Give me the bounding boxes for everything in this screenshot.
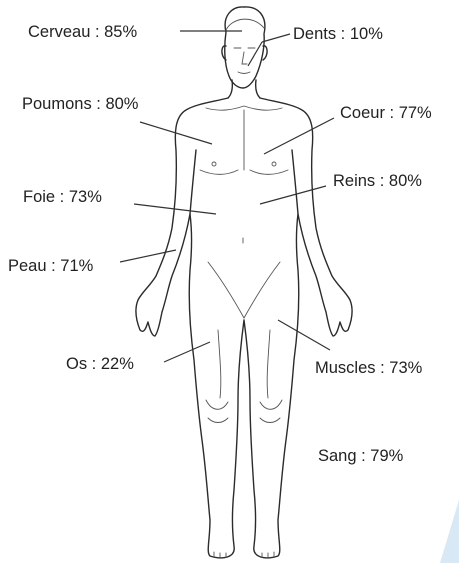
right-thigh-line [267,330,270,398]
label-sang: Sang : 79% [318,448,403,465]
right-groin-line [244,262,280,318]
left-toes [214,552,226,557]
label-poumons: Poumons : 80% [22,96,138,113]
left-groin-line [208,262,244,318]
label-muscles: Muscles : 73% [315,360,422,377]
leader-muscles [278,320,330,350]
leader-dents [262,34,290,42]
nose [242,52,247,64]
left-thigh-line [218,330,221,398]
label-peau: Peau : 71% [8,258,93,275]
right-pectoral [250,170,288,175]
leader-dents-2 [248,42,262,66]
left-pectoral [200,170,238,175]
right-nipple [272,162,276,166]
corner-accent [440,500,459,563]
mouth [238,72,250,74]
label-coeur: Coeur : 77% [340,105,432,122]
right-inner-arm [292,150,298,214]
label-reins: Reins : 80% [333,173,422,190]
left-nipple [212,162,216,166]
label-cerveau: Cerveau : 85% [28,24,137,41]
leader-peau [120,250,176,262]
label-foie: Foie : 73% [23,189,102,206]
left-inner-arm [190,150,196,214]
leader-os [164,342,210,362]
right-toes [262,552,274,557]
label-os: Os : 22% [66,356,134,373]
left-knee [206,400,228,423]
neck-right [256,80,260,98]
label-dents: Dents : 10% [293,26,383,43]
leader-reins [260,186,326,204]
leader-coeur [264,118,334,154]
hair-line [226,19,264,30]
neck-left [228,80,232,98]
right-knee [260,400,282,423]
